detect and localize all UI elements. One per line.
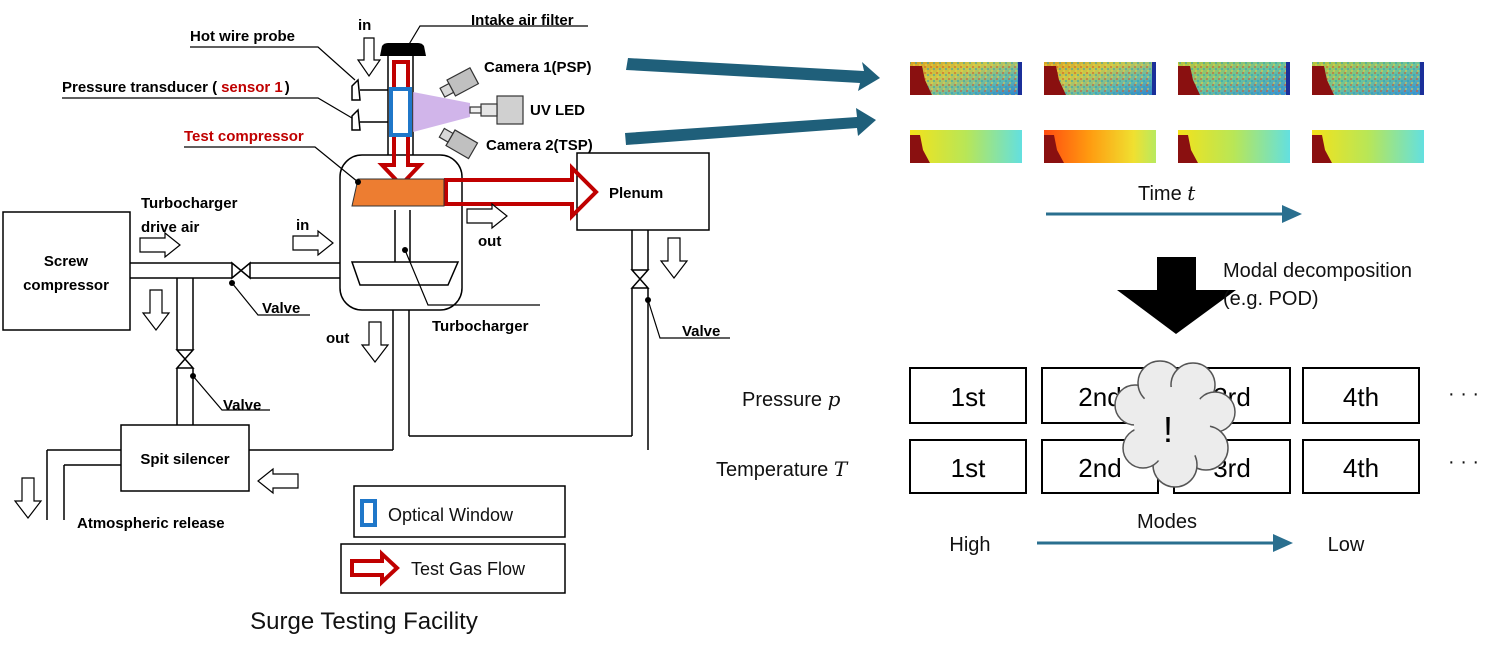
temperature-ellipsis: · · · [1448,451,1479,473]
modal-decomposition-label: Modal decomposition [1223,260,1412,282]
test-gas-flow-arrow [377,60,599,221]
pressure-mode-1: 1st [951,382,986,412]
uv-light-cone [413,92,470,132]
tsp-image-2 [1044,130,1156,163]
screw-compressor-box [2,211,131,331]
intake-filter-cap [380,43,426,56]
tsp-images [910,130,1424,163]
intake-filter-label: Intake air filter [471,12,574,29]
screw-label-1: Screw [44,253,89,270]
legend-optical-window: Optical Window [353,485,566,538]
temperature-mode-1: 1st [951,453,986,483]
test-compressor-label: Test compressor [184,128,304,145]
temperature-label: Temperature T [716,457,849,481]
pressure-transducer-label: Pressure transducer (sensor 1) [62,79,290,96]
turbocharger-label: Turbocharger [432,318,529,335]
valve-right-label: Valve [682,323,720,340]
screw-down-arrow [141,289,171,331]
cloud-icon [1114,360,1236,488]
time-arrow [1046,205,1302,223]
facility-caption: Surge Testing Facility [250,608,478,635]
turbo-drive-label-2: drive air [141,219,200,236]
out-mid-arrow [466,202,508,230]
camera-2-icon [438,127,479,160]
psp-image-4 [1312,62,1424,95]
atmos-down-arrow [13,477,43,519]
uv-led-icon [469,95,524,125]
uv-led-label: UV LED [530,102,585,119]
out-mid-label: out [478,233,501,250]
psp-image-3 [1178,62,1290,95]
camera-1-icon [439,66,480,98]
temperature-mode-2: 2nd [1078,453,1121,483]
psp-image-2 [1044,62,1156,95]
in-mid-arrow [292,229,334,257]
plenum-box [576,152,710,231]
tsp-image-1 [910,130,1022,163]
legend-test-gas-flow: Test Gas Flow [340,543,566,594]
legend-test-gas-flow-text: Test Gas Flow [411,559,526,579]
time-label: Time t [1138,181,1196,205]
camera1-label: Camera 1(PSP) [484,59,592,76]
tsp-image-4 [1312,130,1424,163]
valve-left-label: Valve [262,300,300,317]
tsp-image-3 [1178,130,1290,163]
modes-label: Modes [1137,511,1197,533]
psp-images [910,62,1424,95]
atmospheric-label: Atmospheric release [77,515,225,532]
drive-air-arrow [139,231,181,259]
spit-silencer-label: Spit silencer [140,451,229,468]
temperature-mode-4: 4th [1343,453,1379,483]
leader-dots [190,179,651,379]
flow-arrows [13,37,689,519]
hot-wire-probe [351,78,388,131]
modal-pod-label: (e.g. POD) [1223,288,1319,310]
pressure-ellipsis: · · · [1448,383,1479,405]
in-top-arrow [356,37,382,78]
decomposition-arrow [1117,257,1236,334]
hot-wire-label: Hot wire probe [190,28,295,45]
legend-optical-window-text: Optical Window [388,505,514,525]
valve-bottom-shape [175,349,195,369]
spit-silencer-box [120,424,250,492]
camera-data-arrows [625,58,880,145]
valve-left-shape [231,261,251,280]
low-label: Low [1328,534,1365,556]
test-chamber [339,154,463,311]
pressure-mode-4: 4th [1343,382,1379,412]
turbo-drive-label-1: Turbocharger [141,195,238,212]
leader-lines [62,25,730,411]
in-mid-label: in [296,217,309,234]
out-bottom-label: out [326,330,349,347]
valve-right-shape [630,269,650,289]
psp-image-1 [910,62,1022,95]
silencer-in-arrow [257,467,299,495]
exclamation-mark: ! [1163,409,1173,450]
valve-bottom-label: Valve [223,397,261,414]
facility-schematic [2,55,710,520]
optical-window [389,87,412,137]
in-top-label: in [358,17,371,34]
modes-arrow [1037,534,1293,552]
pressure-label: Pressure p [742,387,841,411]
out-bottom-arrow [360,321,390,363]
plenum-down-arrow [659,237,689,279]
high-label: High [949,534,990,556]
camera2-label: Camera 2(TSP) [486,137,593,154]
screw-label-2: compressor [23,277,109,294]
plenum-label: Plenum [609,185,663,202]
